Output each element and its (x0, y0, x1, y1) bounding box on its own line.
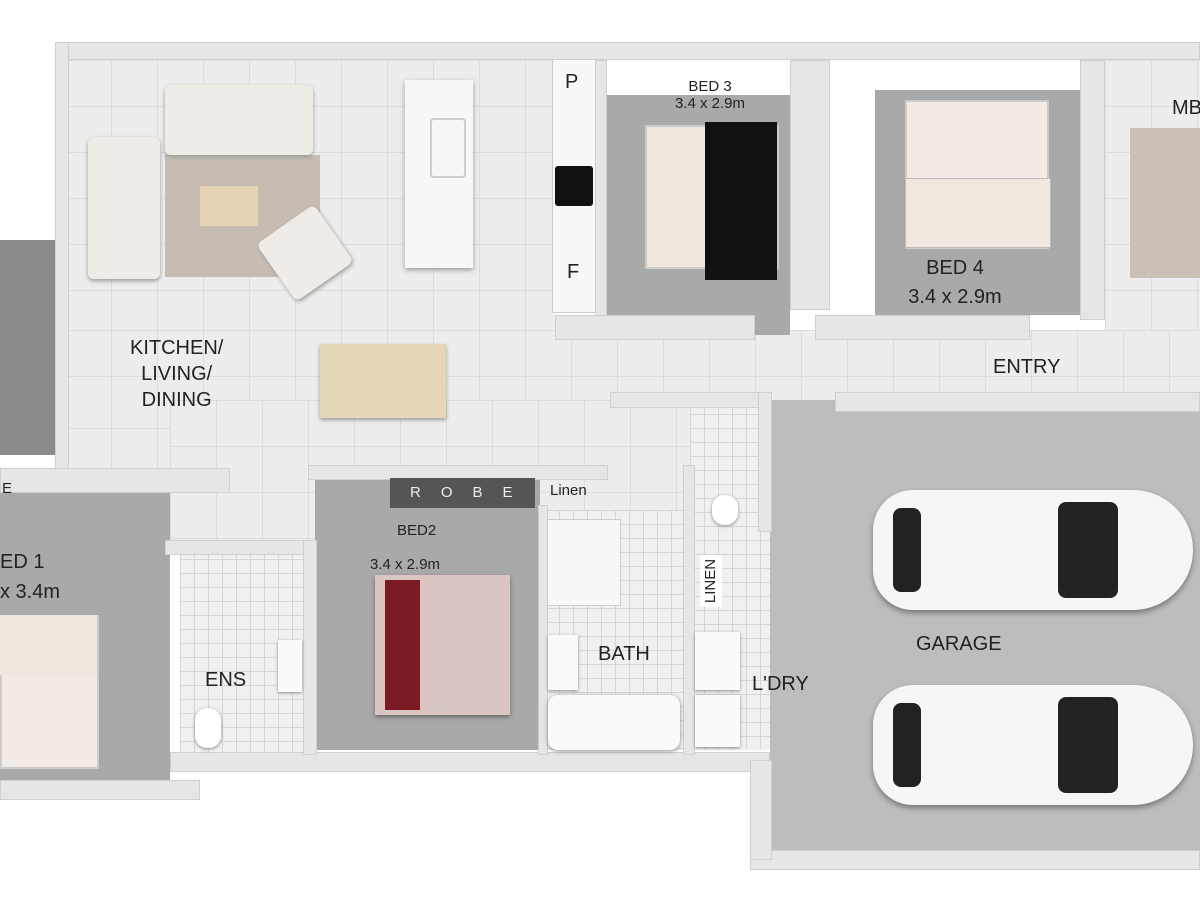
bed2-name: BED2 (397, 522, 437, 539)
master-bedroom-label: MB (1172, 97, 1200, 119)
bed4-name: BED 4 (926, 257, 984, 279)
bed4-south-wall (815, 315, 1030, 340)
linen-label: Linen (550, 482, 587, 499)
master-rug (1130, 128, 1200, 278)
garage-west-wall (750, 760, 772, 860)
ensuite-label: ENS (205, 669, 247, 691)
washing-machine (695, 695, 740, 747)
bed2-size: 3.4 x 2.9m (370, 556, 441, 573)
west-wall (55, 42, 69, 472)
bed2-north-wall (308, 465, 608, 480)
dining-table (320, 344, 446, 418)
laundry-east-wall (758, 392, 772, 532)
laundry-west-wall (683, 465, 695, 755)
car-rear-window (893, 703, 921, 787)
pantry-label: P (565, 71, 579, 93)
robe-left-label: E (2, 480, 13, 497)
south-wall-mid (170, 752, 770, 772)
sink-icon (430, 118, 466, 178)
garage-south-wall (750, 850, 1200, 870)
bed-south-wall (555, 315, 755, 340)
bath-label: BATH (598, 643, 650, 665)
ensuite-wall (165, 540, 310, 555)
bed3-west-wall (595, 60, 607, 335)
hallway-floor (65, 330, 1200, 400)
linen-toilet-icon (712, 495, 738, 525)
laundry-tub (695, 632, 740, 690)
garden-bed (0, 240, 55, 455)
north-wall (55, 42, 1200, 60)
sofa-side (88, 137, 160, 279)
garage-label: GARAGE (916, 633, 1002, 655)
bed1-name: ED 1 (0, 551, 45, 573)
bath-vanity (548, 635, 578, 690)
bed3-blanket (705, 122, 777, 280)
ensuite-floor (180, 545, 305, 760)
bed3-east-wall (790, 60, 830, 310)
south-wall-left (0, 780, 200, 800)
entry-label: ENTRY (993, 356, 1061, 378)
linen2-label: LINEN (700, 554, 723, 608)
car-windshield (1058, 502, 1118, 598)
car-windshield (1058, 697, 1118, 793)
kitchen-living-dining-label: KITCHEN/ LIVING/ DINING (130, 337, 224, 411)
laundry-label: L'DRY (752, 673, 809, 695)
bed4-blanket (905, 178, 1051, 248)
ensuite-east-wall (303, 540, 317, 755)
bed4-east-wall (1080, 60, 1105, 320)
sofa (165, 85, 313, 155)
bed1-size: x 3.4m (0, 581, 61, 603)
bed3-size: 3.4 x 2.9m (674, 95, 746, 112)
bed1-blanket (0, 615, 97, 675)
car-rear-window (893, 508, 921, 592)
bed3-name: BED 3 (688, 78, 732, 95)
shower (548, 520, 620, 605)
car-2 (873, 685, 1193, 805)
bed4-size: 3.4 x 2.9m (908, 286, 1002, 308)
car-1 (873, 490, 1193, 610)
cooktop-icon (555, 166, 593, 206)
garage-north-wall (835, 392, 1200, 412)
linen-wall (610, 392, 770, 408)
kitchen-island (405, 80, 473, 268)
toilet-icon (195, 708, 221, 748)
bathtub (548, 695, 680, 750)
bath-west-wall (538, 505, 548, 755)
coffee-table (200, 186, 258, 226)
ensuite-vanity (278, 640, 302, 692)
fridge-label: F (567, 261, 580, 283)
bed2-blanket (385, 580, 420, 710)
bed1-north-wall (0, 468, 230, 493)
robe-closet (390, 478, 535, 508)
robe-label: ROBE (410, 484, 533, 501)
